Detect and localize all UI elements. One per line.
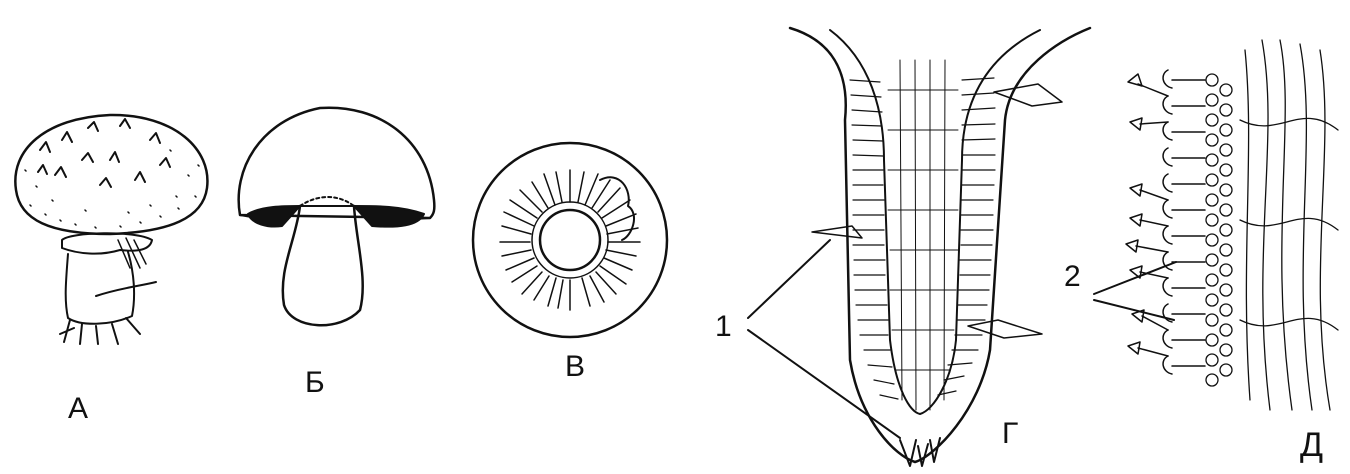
panel-label-g: Г: [1002, 417, 1019, 450]
callout-label-1: 1: [715, 310, 732, 343]
panel-label-b: Б: [305, 366, 325, 399]
gill-section-drawing: [788, 26, 1092, 467]
mushroom-whole-drawing: [14, 113, 209, 345]
panel-label-a: А: [68, 392, 89, 425]
mushroom-section-drawing: [237, 106, 436, 327]
callout-2-leader-lines: [1093, 261, 1177, 321]
hymenium-closeup-drawing: [1125, 39, 1339, 411]
callout-label-2: 2: [1064, 260, 1081, 293]
panel-label-d: Д: [1300, 426, 1324, 464]
callout-1-leader-lines: [747, 239, 901, 439]
mushroom-cap-underside-drawing: [471, 141, 669, 339]
panel-label-v: В: [565, 350, 586, 383]
